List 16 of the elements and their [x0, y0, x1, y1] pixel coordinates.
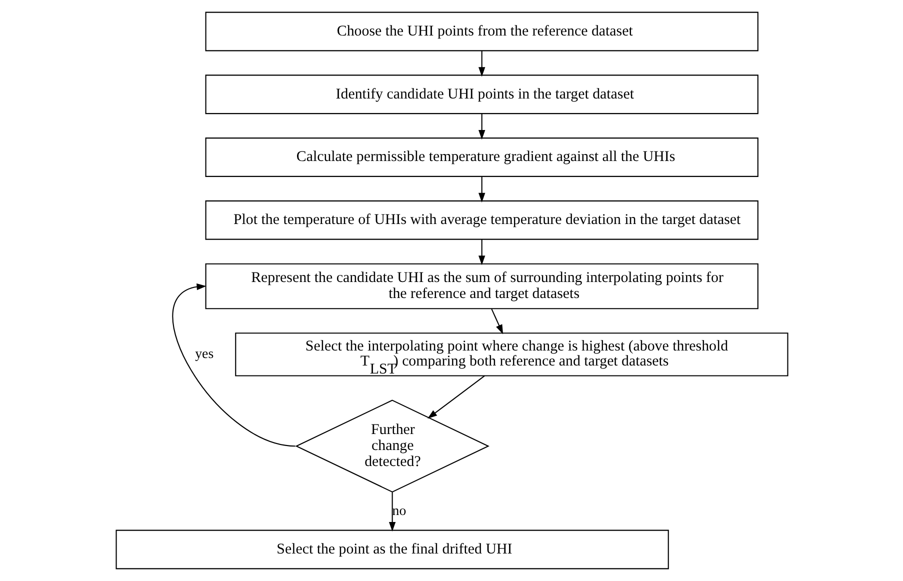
node-box: Plot the temperature of UHIs with average temperature deviation in the target dataset [204, 200, 758, 240]
node-box: Calculate permissible temperature gradient against all the UHIs [204, 138, 758, 177]
node-box: Select the point as the final drifted UHI [115, 530, 668, 570]
arrow [427, 375, 484, 419]
node-box: Represent the candidate UHI as the sum of surrounding interpolating points for the reference and target datasets [204, 263, 758, 310]
arrow [478, 239, 485, 266]
node-box: Choose the UHI points from the reference dataset [204, 12, 758, 52]
arrow [478, 114, 485, 140]
node-box: Identify candidate UHI points in the target dataset [204, 74, 758, 114]
arrow [490, 308, 503, 334]
arrow [172, 283, 295, 447]
arrow [478, 176, 485, 202]
arrow [478, 50, 485, 77]
arrow [388, 492, 396, 532]
edge-label: yes [194, 346, 214, 362]
node-diamond: Further change detected? [294, 400, 489, 493]
